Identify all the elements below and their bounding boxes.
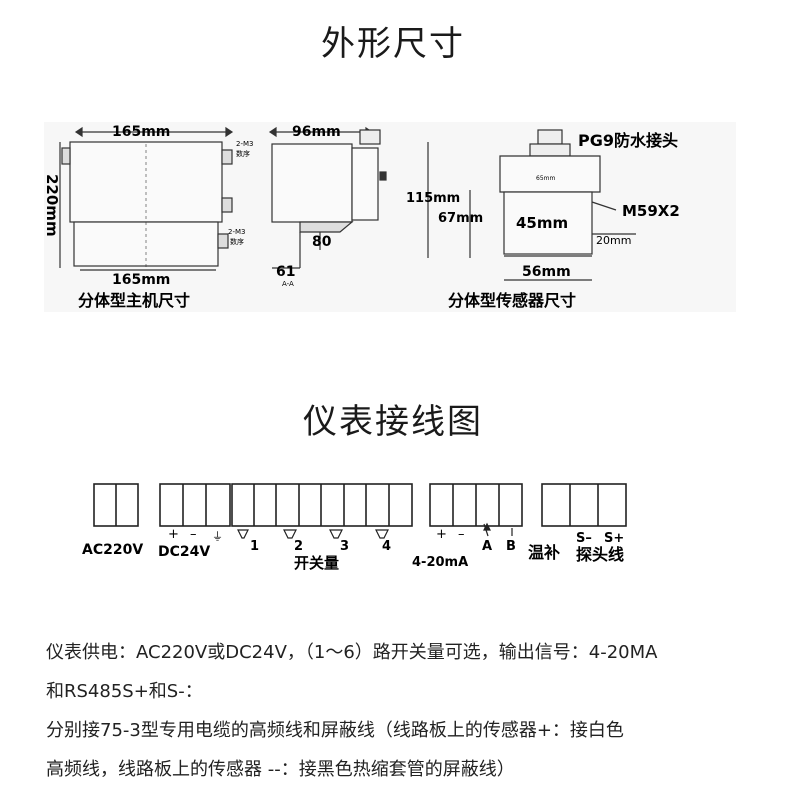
terminal-block-sensor [541,483,627,527]
host-height-label: 220mm [43,174,61,237]
sensor-depth-20: 20mm [596,234,631,247]
wiring-diagram: AC220V + – ⏚ DC24V 1 2 3 4 开关量 + – A B 4… [82,483,627,572]
host-note-2: 数序 [236,149,250,158]
switch-caption: 开关量 [294,554,339,572]
sensor-width-56: 56mm [522,264,571,280]
host-width-bottom-label: 165mm [112,272,170,288]
dc-label: DC24V [158,544,210,560]
switch-4: 4 [382,539,391,554]
host-note-1: 2-M3 [236,140,253,148]
current-caption: 4-20mA [412,555,468,570]
description-line-2: 和RS485S+和S-： [46,681,203,702]
dc-minus: – [190,527,197,542]
switch-3: 3 [340,539,349,554]
switch-2: 2 [294,539,303,554]
sensor-view [427,129,636,281]
switch-1: 1 [250,539,259,554]
sensor-connector-label: PG9防水接头 [578,131,678,150]
current-plus: + [436,527,447,542]
sensor-caption-label: 探头线 [576,545,624,564]
sensor-thread: M59X2 [622,202,680,220]
host-width-top-label: 165mm [112,124,170,140]
page-title-dimensions: 外形尺寸 [321,24,465,64]
rs-a: A [482,539,492,554]
description-line-4: 高频线，线路板上的传感器 --：接黑色热缩套管的屏蔽线） [46,759,515,780]
sensor-height-67: 67mm [438,211,483,226]
host-label-61: 61 [276,264,295,280]
terminal-block-switch [231,483,413,527]
sensor-top-note: 65mm [536,175,555,182]
host-section-label: A-A [282,280,294,288]
temp-label: 温补 [527,543,560,562]
dimension-drawing: 165mm 165mm 220mm 2-M3 数序 2-M3 数序 分体型主机尺… [43,122,736,312]
host-label-80: 80 [312,234,332,250]
dc-plus: + [168,527,179,542]
sensor-minus: S– [576,531,592,546]
host-depth-label: 96mm [292,124,341,140]
sensor-inner-45: 45mm [516,214,568,232]
current-minus: – [458,527,465,542]
sensor-plus: S+ [604,531,624,546]
dc-ground: ⏚ [212,530,223,543]
ac-label: AC220V [82,542,143,558]
sensor-caption: 分体型传感器尺寸 [448,291,576,310]
page-title-wiring: 仪表接线图 [303,402,483,442]
host-note-4: 数序 [230,237,244,246]
description-line-1: 仪表供电：AC220V或DC24V，（1～6）路开关量可选，输出信号：4-20M… [46,642,658,663]
host-front-view [59,126,234,271]
rs-b: B [506,539,516,554]
host-caption: 分体型主机尺寸 [78,291,190,310]
sensor-height-115: 115mm [406,191,460,206]
host-note-3: 2-M3 [228,228,245,236]
description-line-3: 分别接75-3型专用电缆的高频线和屏蔽线（线路板上的传感器+：接白色 [46,720,624,741]
terminal-block-dc [159,483,231,527]
host-side-view [268,126,387,269]
